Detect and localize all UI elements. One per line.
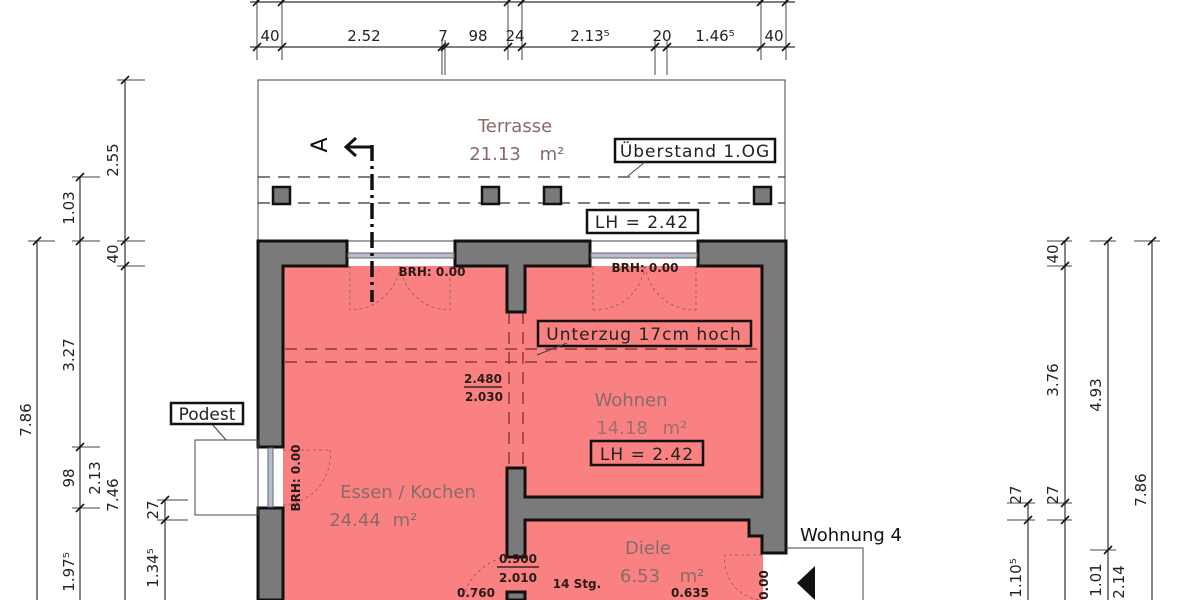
dim-label: 27 bbox=[1044, 485, 1062, 504]
dim-label: 24 bbox=[505, 27, 524, 45]
dim-label: 2.14 bbox=[1110, 565, 1128, 598]
misc-value: 0.760 bbox=[457, 586, 495, 600]
left-dimension-chain: 7.86 1.03 3.27 98 1.97⁵ 2.55 40 2.13 7.4… bbox=[17, 75, 188, 600]
terrace-name: Terrasse bbox=[477, 116, 552, 137]
dim-label: 2.52 bbox=[347, 27, 380, 45]
dim-label: 40 bbox=[104, 244, 122, 263]
column bbox=[752, 185, 773, 206]
room-area-unit: m² bbox=[680, 566, 705, 587]
column bbox=[480, 185, 501, 206]
room-name-essen: Essen / Kochen bbox=[340, 482, 476, 503]
dim-label: 1.46⁵ bbox=[695, 27, 734, 45]
window-left bbox=[347, 252, 455, 259]
door-height: 2.010 bbox=[499, 571, 537, 585]
right-dimension-chain: 27 1.10⁵ 40 3.76 27 4.93 1.01 2.14 7.86 bbox=[1007, 236, 1160, 600]
window-right bbox=[590, 252, 698, 259]
door-width: 0.900 bbox=[499, 552, 537, 566]
dim-label: 7.86 bbox=[17, 403, 35, 436]
window-sill-height: BRH: 0.00 bbox=[611, 261, 678, 275]
entry-height: 0.00 bbox=[757, 570, 771, 600]
terrace-area: 21.13 bbox=[469, 144, 521, 165]
entrance: Wohnung 4 bbox=[786, 525, 902, 600]
opening-width: 2.480 bbox=[464, 372, 502, 386]
room-area-essen: 24.44 bbox=[329, 510, 381, 531]
dim-label: 7.86 bbox=[1132, 473, 1150, 506]
entry-arrow-icon bbox=[797, 566, 815, 600]
misc-value: 0.635 bbox=[671, 586, 709, 600]
column bbox=[271, 185, 292, 206]
dim-label: 98 bbox=[60, 468, 78, 487]
dim-label: 2.13 bbox=[86, 461, 104, 494]
top-dimension-chain: 40 2.52 7 98 24 2.13⁵ 20 1.46⁵ 40 bbox=[250, 0, 795, 75]
dim-label: 7 bbox=[438, 27, 448, 45]
terrace: Terrasse 21.13 m² Überstand 1.OG LH = 2.… bbox=[257, 79, 786, 242]
room-area-unit: m² bbox=[393, 510, 418, 531]
dim-label: 20 bbox=[652, 27, 671, 45]
dim-label: 1.34⁵ bbox=[144, 548, 162, 587]
section-marker: A bbox=[308, 136, 374, 302]
room-area-diele: 6.53 bbox=[620, 566, 660, 587]
dim-label: 40 bbox=[764, 27, 783, 45]
dim-label: 1.01 bbox=[1087, 563, 1105, 596]
dim-label: 2.13⁵ bbox=[570, 27, 609, 45]
room-area-wohnen: 14.18 bbox=[596, 418, 648, 439]
dim-label: 1.03 bbox=[60, 191, 78, 224]
overhang-label: Überstand 1.OG bbox=[620, 140, 770, 162]
room-area-unit: m² bbox=[663, 418, 688, 439]
windows bbox=[267, 252, 762, 600]
walls bbox=[256, 239, 788, 600]
room-name-diele: Diele bbox=[625, 538, 671, 559]
podest-label: Podest bbox=[179, 405, 236, 425]
stairs-label: 14 Stg. bbox=[553, 577, 601, 591]
dim-label: 98 bbox=[468, 27, 487, 45]
dim-label: 27 bbox=[1007, 485, 1025, 504]
dim-label: 1.10⁵ bbox=[1007, 558, 1025, 597]
podest: Podest bbox=[169, 401, 259, 516]
dim-label: 2.55 bbox=[104, 143, 122, 176]
section-label: A bbox=[308, 137, 333, 152]
dim-label: 27 bbox=[144, 500, 162, 519]
column bbox=[542, 185, 563, 206]
dim-label: 7.46 bbox=[104, 478, 122, 511]
dim-label: 4.93 bbox=[1087, 378, 1105, 411]
window-sill-height: BRH: 0.00 bbox=[398, 265, 465, 279]
wohnen-ceiling-height: LH = 2.42 bbox=[600, 445, 694, 465]
opening-height: 2.030 bbox=[465, 390, 503, 404]
window-sill-height: BRH: 0.00 bbox=[289, 444, 303, 511]
window-side bbox=[267, 447, 274, 508]
dim-label: 3.27 bbox=[60, 338, 78, 371]
terrace-ceiling-height: LH = 2.42 bbox=[595, 213, 689, 233]
room-name-wohnen: Wohnen bbox=[594, 390, 667, 411]
dim-label: 40 bbox=[260, 27, 279, 45]
beam-label: Unterzug 17cm hoch bbox=[546, 325, 741, 345]
dim-label: 3.76 bbox=[1044, 363, 1062, 396]
dim-label: 1.97⁵ bbox=[60, 552, 78, 591]
dim-label: 40 bbox=[1044, 244, 1062, 263]
terrace-area-unit: m² bbox=[540, 144, 565, 165]
apartment-label: Wohnung 4 bbox=[800, 525, 902, 546]
